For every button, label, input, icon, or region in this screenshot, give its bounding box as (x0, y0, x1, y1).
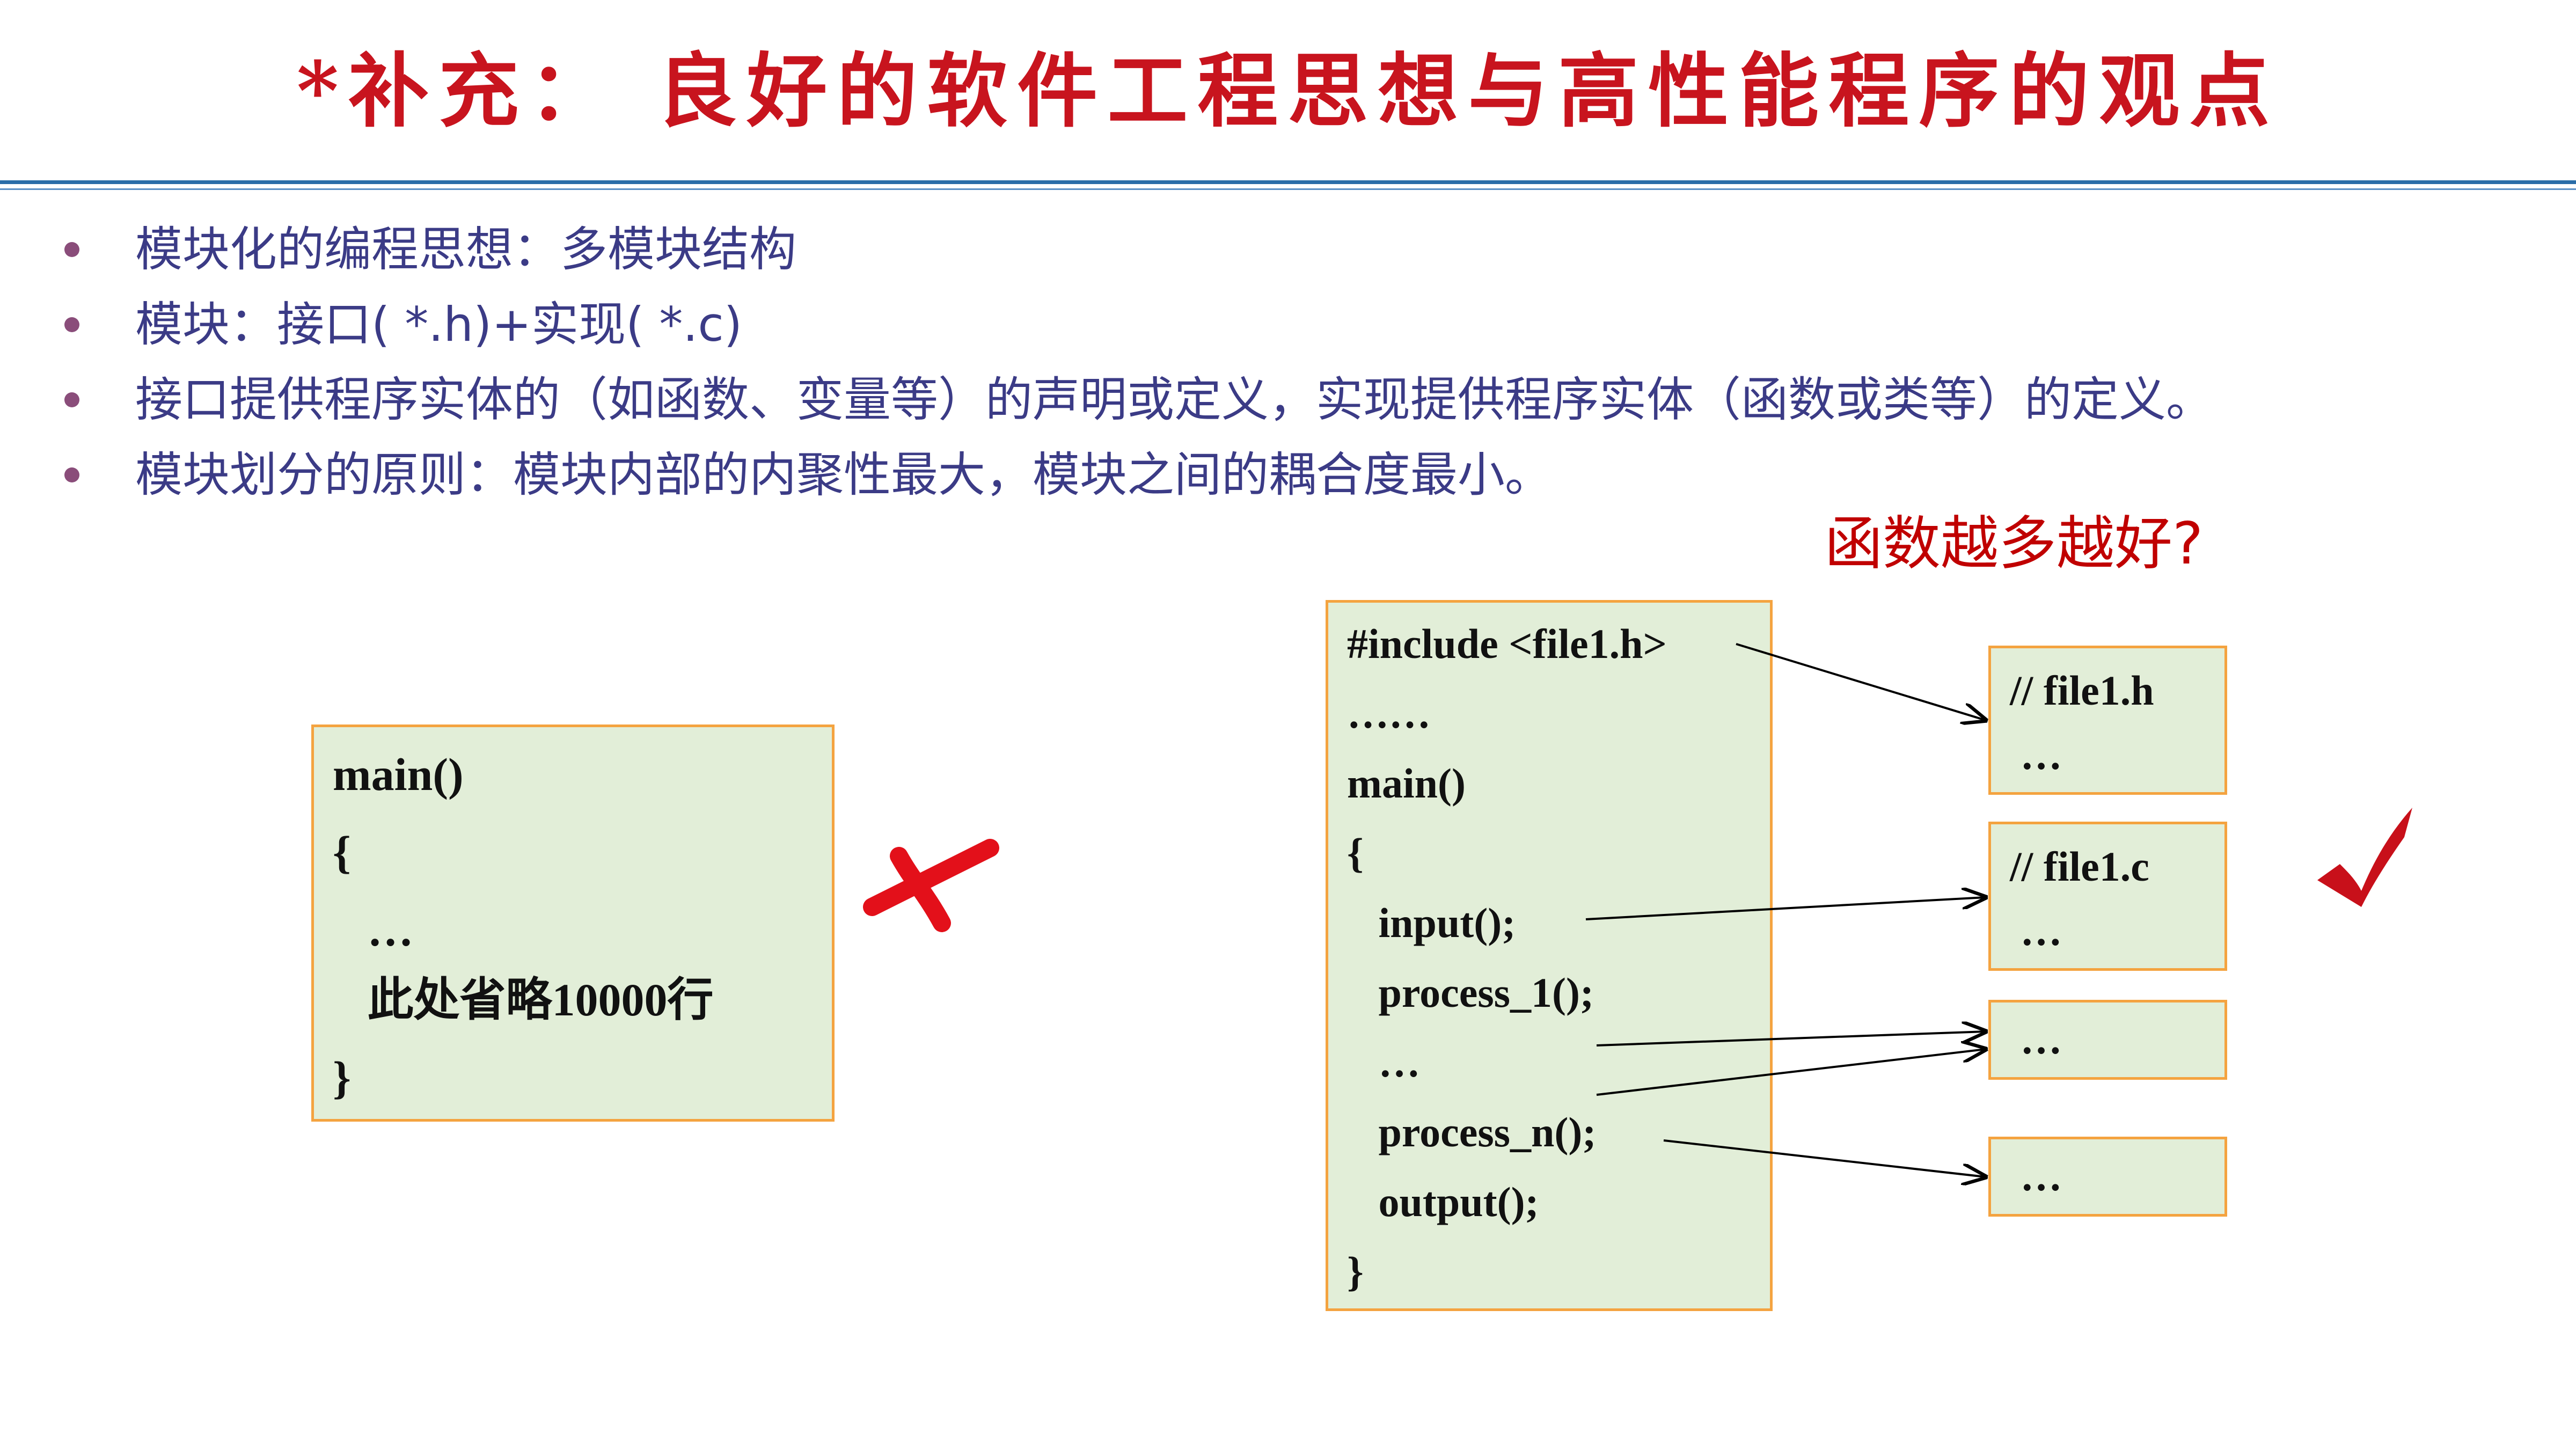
bullet-item: 模块化的编程思想：多模块结构 (0, 212, 2213, 287)
code-line: …… (1347, 690, 1431, 737)
code-line: main() (1347, 760, 1466, 807)
title-rule-thick (0, 180, 2576, 184)
arrow-processn-to-module (1663, 1139, 1986, 1177)
module-box-file1-h: // file1.h … (1988, 646, 2227, 795)
code-line: // file1.c (2010, 843, 2149, 890)
arrow-process1-to-module (1596, 1031, 1986, 1046)
bullet-item: 接口提供程序实体的（如函数、变量等）的声明或定义，实现提供程序实体（函数或类等）… (0, 362, 2213, 437)
question-callout: 函数越多越好? (1825, 510, 2204, 577)
code-line: process_n(); (1347, 1109, 1597, 1155)
code-line: input(); (1347, 899, 1516, 946)
slide-title: *补充： 良好的软件工程思想与高性能程序的观点 (296, 44, 2280, 138)
code-line: … (1347, 1039, 1421, 1086)
bullet-text: 模块化的编程思想：多模块结构 (135, 222, 797, 277)
module-box-3: … (1988, 1000, 2227, 1080)
module-box-4: … (1988, 1137, 2227, 1217)
bullet-text: 模块划分的原则：模块内部的内聚性最大，模块之间的耦合度最小。 (135, 447, 1553, 502)
arrow-ellipsis-to-module (1596, 1049, 1986, 1096)
bullet-text: 模块：接口( *.h)+实现( *.c) (135, 297, 743, 352)
bullet-dot (64, 392, 79, 407)
arrow-input-to-file1-c (1585, 897, 1986, 920)
code-line: } (333, 1052, 351, 1103)
code-line: … (333, 904, 414, 956)
check-mark-icon (2317, 808, 2412, 907)
arrow-include-to-file1-h (1736, 643, 1986, 720)
code-line: { (333, 826, 351, 878)
bullet-dot (64, 317, 79, 332)
code-line: main() (333, 749, 464, 800)
code-line: … (2010, 731, 2062, 778)
module-box-file1-c: // file1.c … (1988, 822, 2227, 971)
cross-mark-icon (863, 839, 999, 932)
code-line: … (2010, 1153, 2062, 1199)
code-line: // file1.h (2010, 667, 2154, 714)
code-line: #include <file1.h> (1347, 620, 1667, 667)
bullet-dot (64, 467, 79, 482)
bullet-item: 模块：接口( *.h)+实现( *.c) (0, 287, 2213, 362)
code-line: process_1(); (1347, 969, 1594, 1016)
code-line: { (1347, 830, 1364, 876)
code-line: 此处省略10000行 (333, 974, 714, 1026)
code-line: output(); (1347, 1179, 1539, 1225)
title-rule-thin (0, 188, 2576, 190)
code-line: … (2010, 908, 2062, 954)
code-line: … (2010, 1016, 2062, 1063)
modular-main-code-box: #include <file1.h> …… main() { input(); … (1326, 600, 1773, 1311)
code-line: } (1347, 1248, 1364, 1295)
monolithic-code-box: main() { … 此处省略10000行 } (311, 724, 835, 1122)
bullet-dot (64, 242, 79, 257)
bullet-text: 接口提供程序实体的（如函数、变量等）的声明或定义，实现提供程序实体（函数或类等）… (135, 372, 2214, 427)
bullet-item: 模块划分的原则：模块内部的内聚性最大，模块之间的耦合度最小。 (0, 437, 2213, 513)
bullet-list: 模块化的编程思想：多模块结构 模块：接口( *.h)+实现( *.c) 接口提供… (0, 212, 2213, 513)
